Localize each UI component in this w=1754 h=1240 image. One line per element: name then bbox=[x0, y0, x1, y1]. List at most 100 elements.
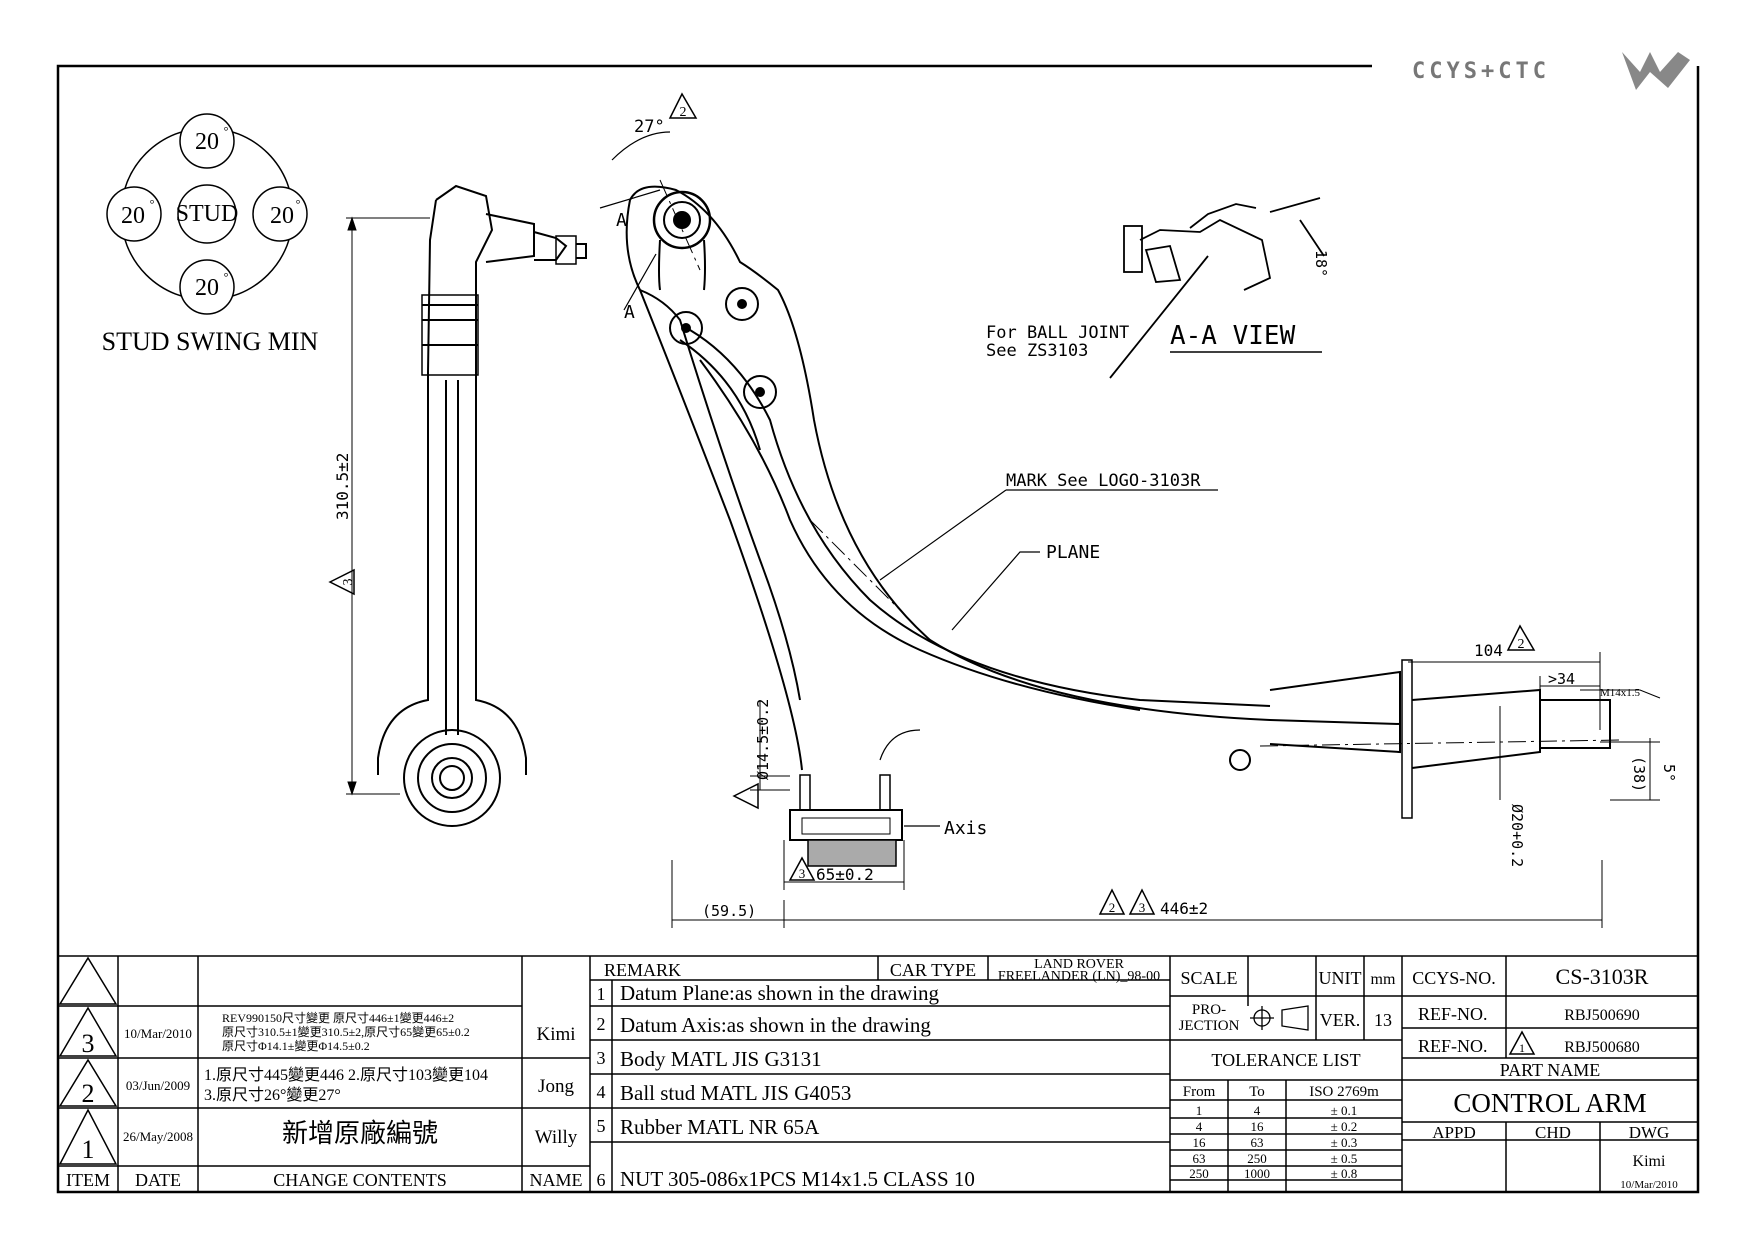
dwg-label: DWG bbox=[1629, 1123, 1670, 1142]
ball-joint-note-1: For BALL JOINT bbox=[986, 323, 1129, 343]
drawer-name: Kimi bbox=[1633, 1153, 1666, 1170]
scale-label: SCALE bbox=[1180, 968, 1237, 988]
dim-310: 310.5±2 bbox=[333, 453, 352, 520]
tol-from-label: From bbox=[1183, 1084, 1216, 1100]
axis-label: Axis bbox=[944, 818, 987, 839]
section-a-lines bbox=[599, 131, 671, 311]
drawn-date: 10/Mar/2010 bbox=[1620, 1179, 1678, 1191]
tol-row-4-to: 250 bbox=[1247, 1151, 1267, 1166]
car-type-line-1: LAND ROVER bbox=[1034, 957, 1124, 972]
tol-row-2-tol: ± 0.2 bbox=[1331, 1119, 1358, 1134]
svg-text:3: 3 bbox=[799, 866, 806, 881]
dim-59-5: (59.5) bbox=[702, 902, 756, 920]
dim-38: (38) bbox=[1630, 756, 1648, 792]
ccys-number: CS-3103R bbox=[1556, 964, 1649, 989]
ver-value: 13 bbox=[1374, 1010, 1392, 1030]
stud-swing-center: STUD bbox=[176, 201, 239, 227]
aa-view-illustration bbox=[1109, 197, 1325, 379]
rev-name-1: Willy bbox=[535, 1127, 578, 1148]
mark-logo-note: MARK See LOGO-3103R bbox=[1006, 471, 1201, 491]
stud-swing-degree-right: ° bbox=[296, 197, 301, 211]
remark-no-2: 2 bbox=[597, 1014, 606, 1034]
stud-swing-right: 20 bbox=[270, 203, 294, 229]
tol-row-5-to: 1000 bbox=[1244, 1166, 1270, 1181]
remark-text-3: Body MATL JIS G3131 bbox=[620, 1047, 822, 1071]
remark-label: REMARK bbox=[604, 960, 681, 980]
section-a-top: A bbox=[616, 210, 627, 231]
tol-row-5-tol: ± 0.8 bbox=[1331, 1166, 1358, 1181]
remark-no-4: 4 bbox=[597, 1082, 606, 1102]
unit-value: mm bbox=[1371, 971, 1396, 988]
svg-text:2: 2 bbox=[680, 105, 687, 120]
stud-swing-title: STUD SWING MIN bbox=[102, 327, 319, 356]
revision-triangles bbox=[58, 956, 1536, 1165]
chd-label: CHD bbox=[1535, 1123, 1571, 1142]
leader-lines bbox=[879, 489, 1218, 827]
remark-text-6: NUT 305-086x1PCS M14x1.5 CLASS 10 bbox=[620, 1167, 975, 1191]
rev-1-line-1: 新增原廠編號 bbox=[282, 1119, 438, 1148]
rev-markers-446: 2 3 bbox=[1098, 888, 1156, 915]
logo-icon bbox=[1622, 52, 1690, 90]
rev-name-3: Kimi bbox=[536, 1024, 575, 1045]
logo: CCYS+CTC bbox=[1412, 52, 1690, 90]
rev-item-3: 3 bbox=[82, 1029, 95, 1058]
centerlines bbox=[659, 179, 1621, 747]
tol-row-3-to: 63 bbox=[1251, 1135, 1264, 1150]
thread-size: M14x1.5 bbox=[1600, 687, 1641, 699]
tol-row-4-from: 63 bbox=[1193, 1151, 1206, 1166]
angle-27: 27° bbox=[634, 117, 665, 137]
stud-swing-bottom: 20 bbox=[195, 275, 219, 301]
rev-item-1: 1 bbox=[82, 1135, 95, 1164]
rev3-marker-dia14 bbox=[732, 782, 759, 810]
unit-label: UNIT bbox=[1319, 968, 1362, 988]
rev-date-3: 10/Mar/2010 bbox=[124, 1026, 192, 1041]
svg-text:2: 2 bbox=[1109, 900, 1116, 915]
logo-text: CCYS+CTC bbox=[1412, 59, 1550, 84]
car-type-line-2: FREELANDER (LN)_98-00 bbox=[998, 969, 1160, 984]
ccys-label: CCYS-NO. bbox=[1412, 968, 1496, 988]
rev-date-2: 03/Jun/2009 bbox=[126, 1078, 190, 1093]
tol-row-2-from: 4 bbox=[1196, 1119, 1203, 1134]
part-name: CONTROL ARM bbox=[1453, 1088, 1646, 1118]
rev3-marker-side: 3 bbox=[328, 568, 356, 596]
part-name-label: PART NAME bbox=[1500, 1060, 1600, 1080]
projection-symbol bbox=[1250, 1005, 1309, 1031]
dim-34: >34 bbox=[1548, 670, 1575, 688]
tol-std-label: ISO 2769m bbox=[1309, 1084, 1379, 1100]
tol-row-1-tol: ± 0.1 bbox=[1331, 1103, 1358, 1118]
bushing-dims-lines bbox=[671, 700, 1603, 928]
stud-swing-degree-bottom: ° bbox=[224, 270, 229, 284]
ref-label-1: REF-NO. bbox=[1418, 1004, 1488, 1024]
remark-no-5: 5 bbox=[597, 1116, 606, 1136]
tol-row-1-from: 1 bbox=[1196, 1103, 1203, 1118]
stud-swing-diagram bbox=[106, 113, 308, 315]
rev-name-2: Jong bbox=[538, 1076, 574, 1097]
svg-text:3: 3 bbox=[341, 579, 356, 586]
rev-header-name: NAME bbox=[530, 1170, 583, 1190]
appd-label: APPD bbox=[1432, 1123, 1475, 1142]
remark-no-6: 6 bbox=[597, 1170, 606, 1190]
rev2-marker-104: 2 bbox=[1506, 624, 1536, 652]
stud-swing-left: 20 bbox=[121, 203, 145, 229]
ref-number-1: RBJ500690 bbox=[1564, 1007, 1640, 1024]
ref-number-2: RBJ500680 bbox=[1564, 1039, 1640, 1056]
rev-header-item: ITEM bbox=[66, 1170, 110, 1190]
tol-row-3-tol: ± 0.3 bbox=[1331, 1135, 1358, 1150]
rev-header-contents: CHANGE CONTENTS bbox=[273, 1170, 447, 1190]
tol-to-label: To bbox=[1249, 1084, 1265, 1100]
stud-swing-degree-top: ° bbox=[224, 124, 229, 138]
stud-swing-degree-left: ° bbox=[150, 197, 155, 211]
title-block-grid bbox=[58, 955, 1698, 1192]
remark-text-1: Datum Plane:as shown in the drawing bbox=[620, 981, 940, 1005]
rev-header-date: DATE bbox=[135, 1170, 181, 1190]
rev-3-line-1: REV990150尺寸變更 原尺寸446±1變更446±2 bbox=[222, 1010, 454, 1025]
rev-2-line-1: 1.原尺寸445變更446 2.原尺寸103變更104 bbox=[204, 1066, 488, 1084]
ver-label: VER. bbox=[1320, 1010, 1361, 1030]
dim-dia20: Ø20+0.2 bbox=[1508, 804, 1526, 867]
dim-65: 65±0.2 bbox=[816, 865, 874, 884]
control-arm-plan-view bbox=[625, 185, 1611, 867]
dim-104: 104 bbox=[1474, 641, 1503, 660]
dim-dia14: Ø14.5±0.2 bbox=[754, 699, 772, 780]
svg-text:2: 2 bbox=[1518, 637, 1525, 652]
